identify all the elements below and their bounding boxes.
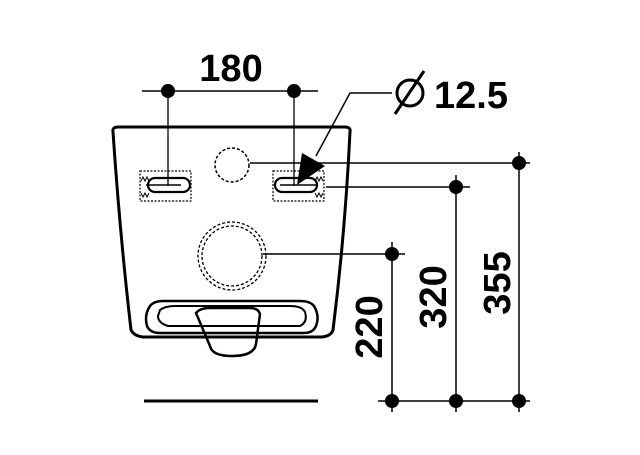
dimension-dot bbox=[161, 84, 175, 98]
bowl-outline bbox=[111, 125, 352, 339]
height-dimension-dots bbox=[385, 156, 526, 408]
dimension-dot bbox=[512, 394, 526, 408]
dimension-dot bbox=[449, 394, 463, 408]
leader-arrow bbox=[297, 153, 325, 185]
bolt-spacing-label: 180 bbox=[199, 48, 262, 90]
height-dimensions bbox=[250, 152, 530, 412]
bolt-diameter-callout: 12.5 bbox=[297, 70, 508, 185]
left-bolt-slot bbox=[139, 170, 192, 202]
right-slot-frame bbox=[272, 170, 325, 202]
bowl-inner-rim bbox=[156, 305, 307, 327]
dimension-dot bbox=[512, 156, 526, 170]
toilet-bowl bbox=[111, 125, 352, 358]
outlet-height-label: 220 bbox=[349, 295, 391, 358]
leader-line bbox=[315, 92, 392, 157]
dimension-dot bbox=[385, 394, 399, 408]
diameter-symbol bbox=[393, 70, 426, 115]
bowl-trap bbox=[194, 306, 262, 358]
bowl-rim bbox=[144, 299, 319, 335]
bolt-height-label: 355 bbox=[477, 251, 519, 314]
dimension-dot bbox=[385, 247, 399, 261]
waste-outlet-circle bbox=[197, 221, 267, 291]
left-slot-frame bbox=[139, 170, 192, 202]
right-bolt-slot bbox=[272, 170, 325, 202]
dimension-dot bbox=[449, 180, 463, 194]
water-inlet-circle bbox=[214, 147, 250, 183]
bolt-diameter-label: 12.5 bbox=[434, 75, 508, 117]
dimension-dot bbox=[287, 84, 301, 98]
bolt-spacing-dimension: 180 bbox=[142, 48, 318, 186]
inlet-height-label: 320 bbox=[413, 265, 455, 328]
